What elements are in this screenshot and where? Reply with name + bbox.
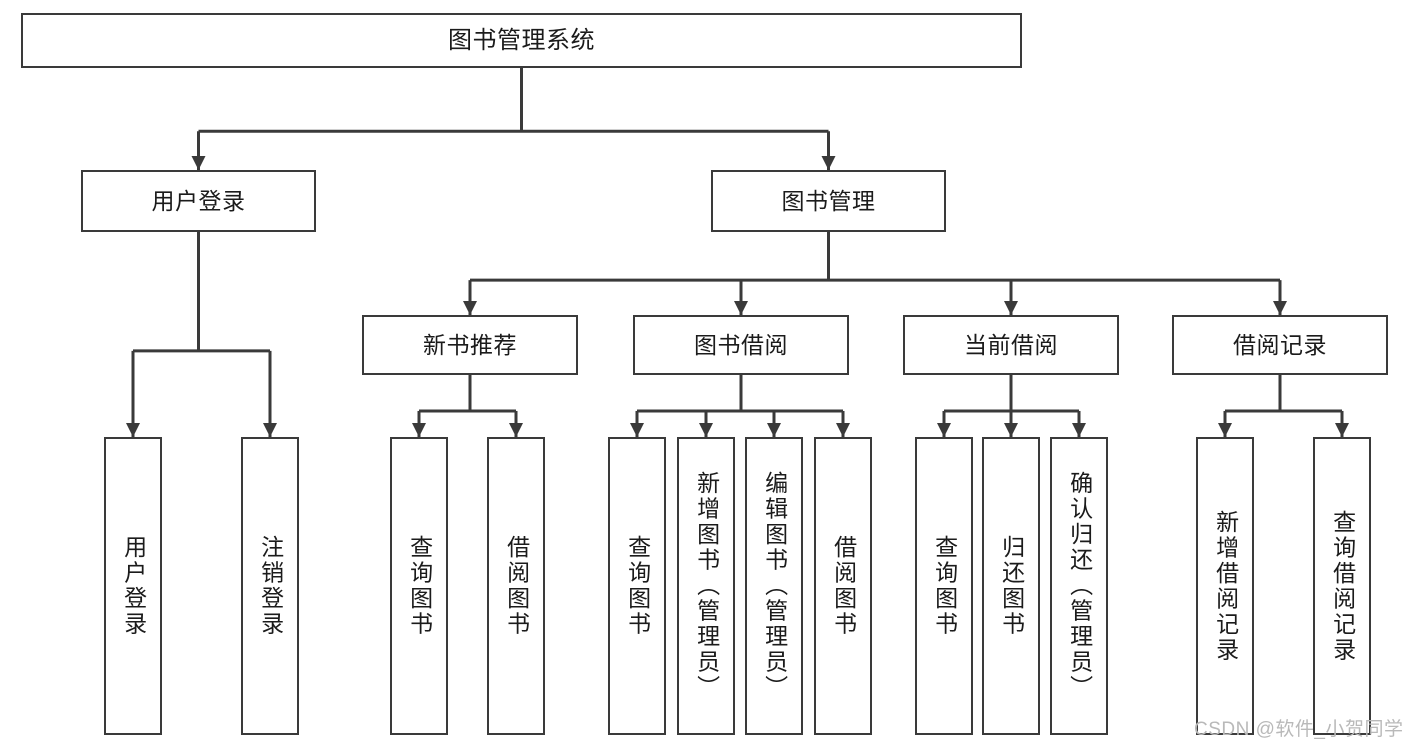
node-user-login[interactable]: 用户登录	[81, 170, 316, 232]
arrowhead-icon	[1004, 423, 1018, 437]
node-label-leaf-query-book-1: 查询图书	[406, 535, 433, 637]
node-label-leaf-add-record: 新增借阅记录	[1212, 509, 1239, 663]
node-leaf-logout[interactable]: 注销登录	[241, 437, 299, 735]
node-label-leaf-logout: 注销登录	[257, 535, 284, 637]
arrowhead-icon	[263, 423, 277, 437]
node-leaf-return-book[interactable]: 归还图书	[982, 437, 1040, 735]
node-label-current-borrow: 当前借阅	[964, 331, 1058, 358]
node-book-borrow[interactable]: 图书借阅	[633, 315, 849, 375]
arrowhead-icon	[126, 423, 140, 437]
node-label-leaf-add-book: 新增图书（管理员）	[693, 471, 720, 701]
arrowhead-icon	[836, 423, 850, 437]
node-label-leaf-query-record: 查询借阅记录	[1329, 509, 1356, 663]
arrowhead-icon	[1335, 423, 1349, 437]
arrowhead-icon	[630, 423, 644, 437]
node-leaf-user-login[interactable]: 用户登录	[104, 437, 162, 735]
node-label-leaf-user-login: 用户登录	[120, 535, 147, 637]
node-book-manage[interactable]: 图书管理	[711, 170, 946, 232]
watermark: CSDN @软件_小贺同学	[1194, 719, 1404, 740]
arrowhead-icon	[412, 423, 426, 437]
node-leaf-edit-book[interactable]: 编辑图书（管理员）	[745, 437, 803, 735]
node-leaf-query-book-3[interactable]: 查询图书	[915, 437, 973, 735]
node-label-leaf-edit-book: 编辑图书（管理员）	[761, 471, 788, 701]
arrowhead-icon	[699, 423, 713, 437]
arrowhead-icon	[1218, 423, 1232, 437]
node-leaf-add-record[interactable]: 新增借阅记录	[1196, 437, 1254, 735]
node-label-leaf-return-book: 归还图书	[998, 535, 1025, 637]
node-leaf-query-book-2[interactable]: 查询图书	[608, 437, 666, 735]
node-leaf-confirm-return[interactable]: 确认归还（管理员）	[1050, 437, 1108, 735]
node-label-leaf-borrow-book-2: 借阅图书	[830, 535, 857, 637]
node-label-leaf-confirm-return: 确认归还（管理员）	[1066, 471, 1093, 701]
node-label-new-book-rec: 新书推荐	[423, 331, 517, 358]
arrowhead-icon	[937, 423, 951, 437]
node-label-leaf-query-book-3: 查询图书	[931, 535, 958, 637]
node-leaf-borrow-book-2[interactable]: 借阅图书	[814, 437, 872, 735]
arrowhead-icon	[191, 156, 206, 170]
arrowhead-icon	[1273, 301, 1287, 315]
arrowhead-icon	[463, 301, 477, 315]
arrowhead-icon	[767, 423, 781, 437]
node-leaf-add-book[interactable]: 新增图书（管理员）	[677, 437, 735, 735]
arrowhead-icon	[1004, 301, 1018, 315]
node-label-book-manage: 图书管理	[781, 187, 876, 214]
node-borrow-record[interactable]: 借阅记录	[1172, 315, 1388, 375]
node-leaf-borrow-book-1[interactable]: 借阅图书	[487, 437, 545, 735]
node-new-book-rec[interactable]: 新书推荐	[362, 315, 578, 375]
arrowhead-icon	[821, 156, 836, 170]
node-root[interactable]: 图书管理系统	[21, 13, 1022, 68]
node-label-root: 图书管理系统	[448, 26, 595, 54]
node-label-book-borrow: 图书借阅	[694, 331, 788, 358]
node-label-leaf-borrow-book-1: 借阅图书	[503, 535, 530, 637]
node-label-user-login: 用户登录	[151, 187, 246, 214]
node-label-borrow-record: 借阅记录	[1233, 331, 1327, 358]
node-leaf-query-book-1[interactable]: 查询图书	[390, 437, 448, 735]
node-leaf-query-record[interactable]: 查询借阅记录	[1313, 437, 1371, 735]
arrowhead-icon	[1072, 423, 1086, 437]
node-label-leaf-query-book-2: 查询图书	[624, 535, 651, 637]
node-current-borrow[interactable]: 当前借阅	[903, 315, 1119, 375]
arrowhead-icon	[734, 301, 748, 315]
arrowhead-icon	[509, 423, 523, 437]
